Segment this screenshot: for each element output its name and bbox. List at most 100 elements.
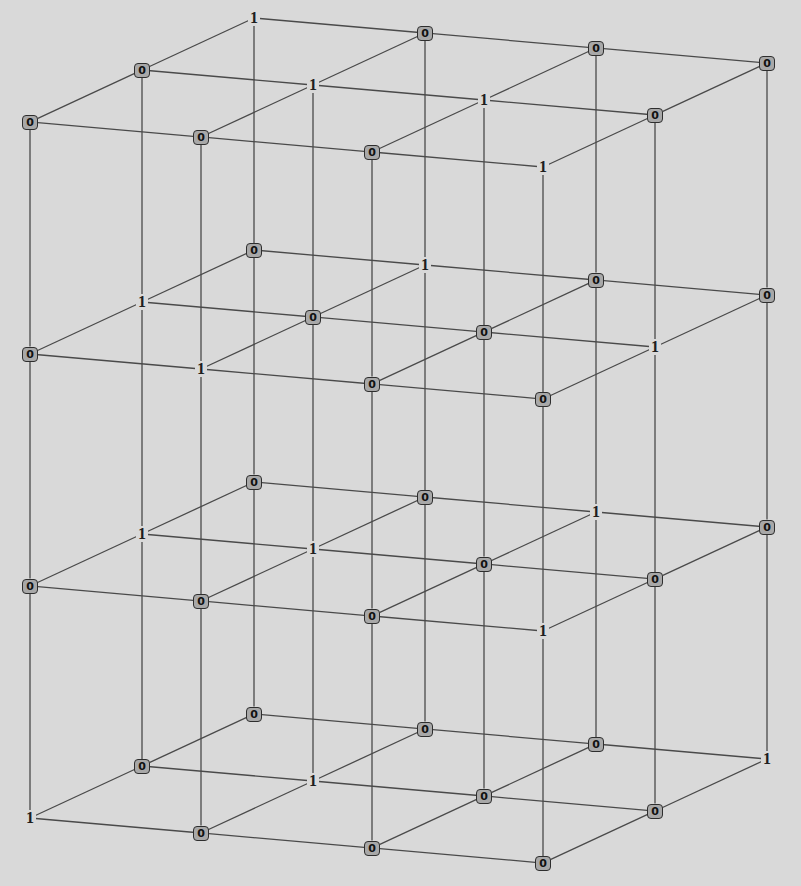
lattice-line xyxy=(142,18,254,70)
lattice-bond xyxy=(595,56,596,273)
lattice-line xyxy=(141,70,142,302)
state-value: 1 xyxy=(307,773,319,789)
zero-node: 0 xyxy=(476,325,492,340)
lattice-line xyxy=(313,265,425,317)
lattice-line xyxy=(142,766,313,781)
lattice-bond xyxy=(483,340,484,557)
zero-node: 0 xyxy=(22,115,38,130)
zero-node: 0 xyxy=(193,130,209,145)
lattice-bond xyxy=(29,362,30,579)
lattice-line xyxy=(595,512,596,744)
lattice-line xyxy=(30,354,201,369)
lattice-line xyxy=(142,534,313,549)
node-value: 0 xyxy=(539,857,547,870)
lattice-bond xyxy=(663,531,759,576)
lattice-line xyxy=(596,512,767,527)
state-value: 1 xyxy=(478,92,490,108)
lattice-line xyxy=(312,549,313,781)
state-value: 1 xyxy=(537,623,549,639)
state-value: 1 xyxy=(537,159,549,175)
lattice-line xyxy=(654,347,655,579)
lattice-bond xyxy=(29,130,30,347)
lattice-line xyxy=(141,534,142,766)
node-value: 0 xyxy=(651,109,659,122)
lattice-bond xyxy=(371,624,372,841)
zero-node: 0 xyxy=(759,56,775,71)
state-value: 1 xyxy=(307,541,319,557)
zero-node: 0 xyxy=(193,594,209,609)
zero-node: 0 xyxy=(759,520,775,535)
lattice-line xyxy=(313,549,484,564)
lattice-line xyxy=(655,759,767,811)
zero-node: 0 xyxy=(759,288,775,303)
zero-node: 0 xyxy=(647,804,663,819)
lattice-line xyxy=(483,100,484,332)
node-value: 0 xyxy=(197,595,205,608)
zero-node: 0 xyxy=(22,347,38,362)
lattice-bond xyxy=(380,800,476,845)
zero-node: 0 xyxy=(246,475,262,490)
state-value: 1 xyxy=(307,77,319,93)
zero-node: 0 xyxy=(476,789,492,804)
node-value: 0 xyxy=(26,580,34,593)
lattice-line xyxy=(30,302,142,354)
zero-node: 0 xyxy=(588,273,604,288)
node-value: 0 xyxy=(138,64,146,77)
zero-node: 0 xyxy=(364,609,380,624)
lattice-bond xyxy=(253,258,254,475)
lattice-line xyxy=(655,295,767,347)
lattice-line xyxy=(484,332,655,347)
lattice-line xyxy=(313,497,425,549)
lattice-bond xyxy=(253,490,254,707)
lattice-line xyxy=(141,302,142,534)
state-value: 1 xyxy=(761,751,773,767)
state-value: 1 xyxy=(195,361,207,377)
lattice-bond xyxy=(262,483,417,497)
node-value: 0 xyxy=(763,521,771,534)
zero-node: 0 xyxy=(246,243,262,258)
lattice-line xyxy=(200,369,201,601)
node-value: 0 xyxy=(368,842,376,855)
zero-node: 0 xyxy=(588,41,604,56)
node-value: 0 xyxy=(197,827,205,840)
lattice-line xyxy=(425,497,596,512)
lattice-bond xyxy=(492,565,647,579)
lattice-line xyxy=(30,766,142,818)
lattice-line xyxy=(596,744,767,759)
lattice-bond xyxy=(209,138,364,152)
lattice-line xyxy=(372,152,543,167)
lattice-bond xyxy=(492,797,647,811)
node-value: 0 xyxy=(480,326,488,339)
lattice-bond xyxy=(150,718,246,763)
lattice-line xyxy=(201,549,313,601)
lattice-bond xyxy=(766,303,767,520)
zero-node: 0 xyxy=(476,557,492,572)
zero-node: 0 xyxy=(588,737,604,752)
lattice-line xyxy=(766,527,767,759)
node-value: 0 xyxy=(480,558,488,571)
node-value: 0 xyxy=(250,476,258,489)
node-value: 0 xyxy=(197,131,205,144)
zero-node: 0 xyxy=(417,26,433,41)
lattice-bond xyxy=(200,609,201,826)
node-value: 0 xyxy=(651,573,659,586)
lattice-line xyxy=(254,18,425,33)
lattice-line xyxy=(142,302,313,317)
lattice-line xyxy=(142,70,313,85)
lattice-line xyxy=(424,265,425,497)
lattice-line xyxy=(313,33,425,85)
lattice-bond xyxy=(38,587,193,601)
state-value: 1 xyxy=(590,504,602,520)
lattice-bond xyxy=(483,572,484,789)
node-value: 0 xyxy=(26,348,34,361)
lattice-bond xyxy=(371,160,372,377)
node-value: 0 xyxy=(421,27,429,40)
lattice-line xyxy=(654,115,655,347)
lattice-bond xyxy=(424,505,425,722)
lattice-bond xyxy=(551,815,647,860)
lattice-bond xyxy=(492,748,588,793)
node-value: 0 xyxy=(368,146,376,159)
state-value: 1 xyxy=(24,810,36,826)
